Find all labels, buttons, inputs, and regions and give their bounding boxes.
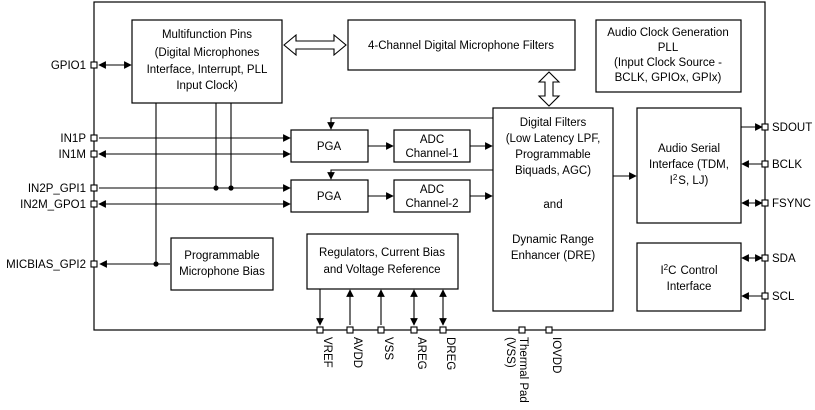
label-iovdd: IOVDD xyxy=(550,337,562,373)
label-in2p-gpi1: IN2P_GPI1 xyxy=(28,183,86,195)
multifunction-line-4: Input Clock) xyxy=(176,80,238,92)
label-in1m: IN1M xyxy=(59,149,86,161)
pga-2-label: PGA xyxy=(317,191,342,203)
pin-in2m xyxy=(90,200,98,208)
pga-1-block: PGA xyxy=(290,129,369,163)
clock-gen-line-3: (Input Clock Source - xyxy=(614,57,722,69)
pin-areg xyxy=(410,326,418,334)
adc-1-line-1: ADC xyxy=(420,134,444,146)
bottom-pin-squares xyxy=(316,326,553,334)
digital-filters-block: Digital Filters (Low Latency LPF, Progra… xyxy=(492,107,614,312)
digital-filters-line-2: (Low Latency LPF, xyxy=(506,133,601,145)
pin-in1m xyxy=(90,150,98,158)
serial-if-line-2: Interface (TDM, xyxy=(649,159,729,171)
pin-in1p xyxy=(90,134,98,142)
serial-if-line-1: Audio Serial xyxy=(658,143,720,155)
fat-arrow-horizontal xyxy=(283,33,347,57)
label-vref: VREF xyxy=(321,337,333,368)
pin-scl xyxy=(761,292,769,300)
label-in1p: IN1P xyxy=(60,133,86,145)
mic-bias-line-1: Programmable xyxy=(184,250,259,262)
digital-filters-line-6: Dynamic Range xyxy=(512,234,594,246)
pin-micbias xyxy=(90,260,98,268)
pga-1-label: PGA xyxy=(317,141,342,153)
mic-filters-block: 4-Channel Digital Microphone Filters xyxy=(347,19,576,71)
label-sda: SDA xyxy=(772,253,796,265)
right-pin-squares xyxy=(761,123,769,300)
mic-filters-label: 4-Channel Digital Microphone Filters xyxy=(368,40,554,52)
digital-filters-line-3: Programmable xyxy=(515,149,590,161)
label-gpio1: GPIO1 xyxy=(51,60,86,72)
label-avdd: AVDD xyxy=(351,337,363,368)
pin-thermal-pad xyxy=(518,326,526,334)
pin-avdd xyxy=(346,326,354,334)
fat-arrow-vertical xyxy=(537,71,561,107)
bottom-pin-labels: VREF AVDD VSS AREG DREG Thermal Pad (VSS… xyxy=(321,337,562,403)
label-bclk: BCLK xyxy=(772,159,802,171)
adc-2-line-2: Channel-2 xyxy=(405,198,458,210)
label-micbias-gpi2: MICBIAS_GPI2 xyxy=(6,259,86,271)
label-sdout: SDOUT xyxy=(772,122,812,134)
junction-dot xyxy=(213,185,219,191)
label-thermal-pad-vss: (VSS) xyxy=(504,337,516,368)
mic-bias-block: Programmable Microphone Bias xyxy=(170,237,274,291)
left-pin-labels: GPIO1 IN1P IN1M IN2P_GPI1 IN2M_GPO1 MICB… xyxy=(6,60,86,271)
pin-vss xyxy=(377,326,385,334)
pin-sdout xyxy=(761,123,769,131)
label-dreg: DREG xyxy=(444,337,456,370)
pin-in2p xyxy=(90,184,98,192)
multifunction-line-1: Multifunction Pins xyxy=(162,29,252,41)
digital-filters-line-1: Digital Filters xyxy=(520,117,587,129)
label-in2m-gpo1: IN2M_GPO1 xyxy=(20,199,86,211)
pin-vref xyxy=(316,326,324,334)
regulators-line-2: and Voltage Reference xyxy=(323,264,440,276)
label-thermal-pad: Thermal Pad xyxy=(517,337,529,403)
clock-gen-block: Audio Clock Generation PLL (Input Clock … xyxy=(595,19,742,93)
multifunction-pins-block: Multifunction Pins (Digital Microphones … xyxy=(131,19,283,104)
mic-bias-line-2: Microphone Bias xyxy=(179,266,265,278)
label-scl: SCL xyxy=(772,291,795,303)
multifunction-line-2: (Digital Microphones xyxy=(155,47,260,59)
regulators-block: Regulators, Current Bias and Voltage Ref… xyxy=(306,233,459,290)
digital-filters-line-7: Enhancer (DRE) xyxy=(511,250,596,262)
pin-fsync xyxy=(761,199,769,207)
serial-if-line-3: I2S, LJ) xyxy=(670,173,709,187)
multifunction-line-3: Interface, Interrupt, PLL xyxy=(147,64,268,76)
label-vss: VSS xyxy=(382,337,394,360)
adc-2-block: ADC Channel-2 xyxy=(393,179,471,213)
i2c-line-2: Interface xyxy=(667,281,712,293)
junction-dot xyxy=(228,185,234,191)
label-fsync: FSYNC xyxy=(772,198,811,210)
pin-dreg xyxy=(439,326,447,334)
regulators-line-1: Regulators, Current Bias xyxy=(319,247,445,259)
clock-gen-line-1: Audio Clock Generation xyxy=(607,27,728,39)
pin-gpio1 xyxy=(90,61,98,69)
wire-df-pga1 xyxy=(327,117,493,130)
adc-1-block: ADC Channel-1 xyxy=(393,129,471,163)
adc-2-line-1: ADC xyxy=(420,184,444,196)
audio-serial-interface-block: Audio Serial Interface (TDM, I2S, LJ) xyxy=(636,107,742,224)
label-areg: AREG xyxy=(415,337,427,370)
adc-1-line-2: Channel-1 xyxy=(405,148,458,160)
digital-filters-line-5: and xyxy=(543,199,562,211)
right-pin-labels: SDOUT BCLK FSYNC SDA SCL xyxy=(772,122,812,303)
pga-2-block: PGA xyxy=(290,179,369,213)
clock-gen-line-4: BCLK, GPIOx, GPIx) xyxy=(615,72,722,84)
pin-bclk xyxy=(761,160,769,168)
left-pin-squares xyxy=(90,61,98,268)
junction-dot xyxy=(153,261,159,267)
clock-gen-line-2: PLL xyxy=(658,42,679,54)
pin-iovdd xyxy=(545,326,553,334)
pin-sda xyxy=(761,254,769,262)
wire-df-pga2 xyxy=(327,169,493,180)
digital-filters-line-4: Biquads, AGC) xyxy=(515,165,591,177)
